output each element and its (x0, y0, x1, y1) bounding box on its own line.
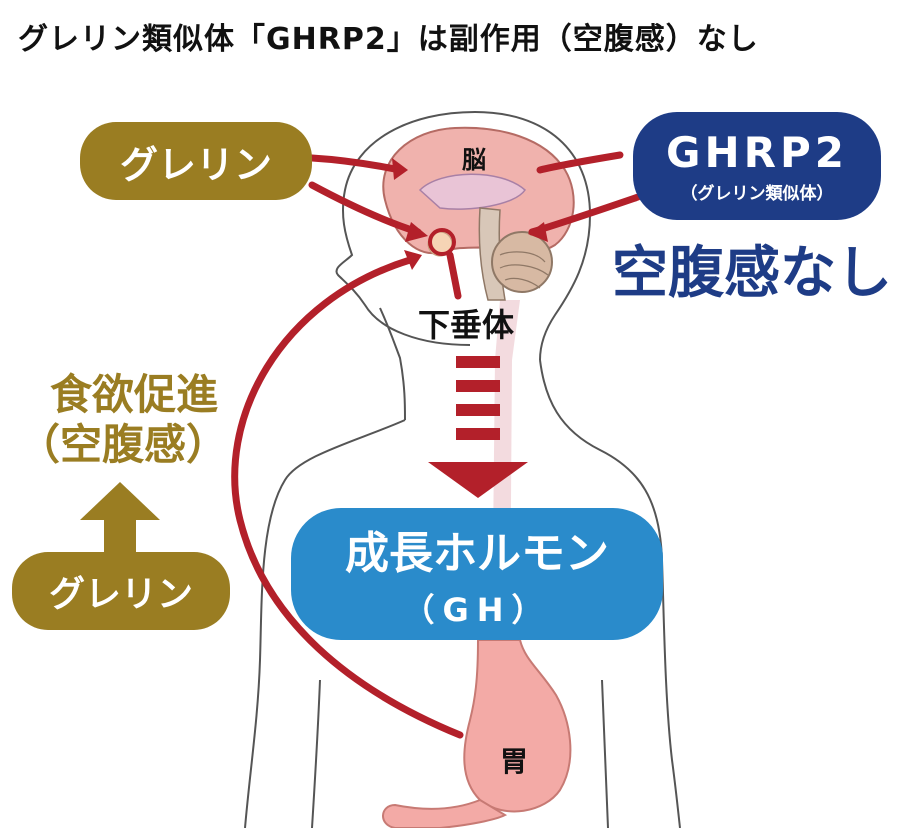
gh-label: 成長ホルモン (345, 528, 609, 579)
gh-dash-3 (456, 404, 500, 416)
pituitary-label: 下垂体 (418, 306, 515, 344)
duodenum (382, 798, 508, 828)
gh-dash-4 (456, 428, 500, 440)
torso-outline (244, 419, 406, 828)
gold-arrowhead (80, 482, 160, 520)
gh-dash-2 (456, 380, 500, 392)
appetite-line-2: （空腹感） (18, 420, 229, 469)
arrow-ghrelin-to-brain (308, 154, 404, 174)
arm-line-left (311, 679, 321, 828)
neck-outline (379, 307, 406, 421)
ghrp2-sublabel: （グレリン類似体） (680, 184, 834, 204)
ghrelin-bottom-label: グレリン (48, 574, 193, 615)
gh-arrowhead (428, 462, 528, 498)
page-title: グレリン類似体「GHRP2」は副作用（空腹感）なし (18, 22, 759, 57)
appetite-line-1: 食欲促進 (50, 370, 219, 419)
arrowhead-1 (392, 158, 408, 180)
stomach-label: 胃 (500, 745, 529, 778)
pituitary-marker (428, 228, 456, 256)
gh-sublabel: （GH） (402, 591, 552, 629)
cerebellum (491, 231, 553, 293)
ghrp2-badge: GHRP2 （グレリン類似体） (633, 112, 881, 220)
appetite-label: 食欲促進 （空腹感） (18, 370, 228, 470)
arrowhead-4 (404, 250, 422, 270)
gold-arrow-shaft (104, 518, 136, 556)
no-hunger-label: 空腹感なし (612, 241, 892, 306)
stomach (463, 639, 572, 813)
brain-label: 脳 (462, 146, 486, 174)
gh-dash-1 (456, 356, 500, 368)
gold-up-arrow (80, 482, 160, 556)
ghrelin-top-label: グレリン (119, 142, 272, 187)
arrow-ghrelin-to-pituitary (308, 181, 422, 236)
gh-release-arrow (428, 356, 528, 498)
ghrelin-badge-top: グレリン (80, 122, 312, 200)
gh-badge: 成長ホルモン （GH） (291, 508, 663, 640)
ghrelin-badge-bottom: グレリン (12, 552, 230, 630)
cerebellum-folds (499, 251, 549, 289)
ghrp2-label: GHRP2 (666, 128, 848, 177)
arrow-ghrp2-to-brain (536, 151, 624, 174)
arrow-stomach-to-pituitary (231, 256, 464, 739)
arrowheads (392, 158, 548, 270)
brain-inner (418, 173, 526, 210)
arrowhead-2 (405, 222, 428, 242)
arm-line-right (601, 679, 609, 828)
pituitary-pointer (446, 251, 462, 300)
arrowhead-3 (528, 222, 548, 242)
